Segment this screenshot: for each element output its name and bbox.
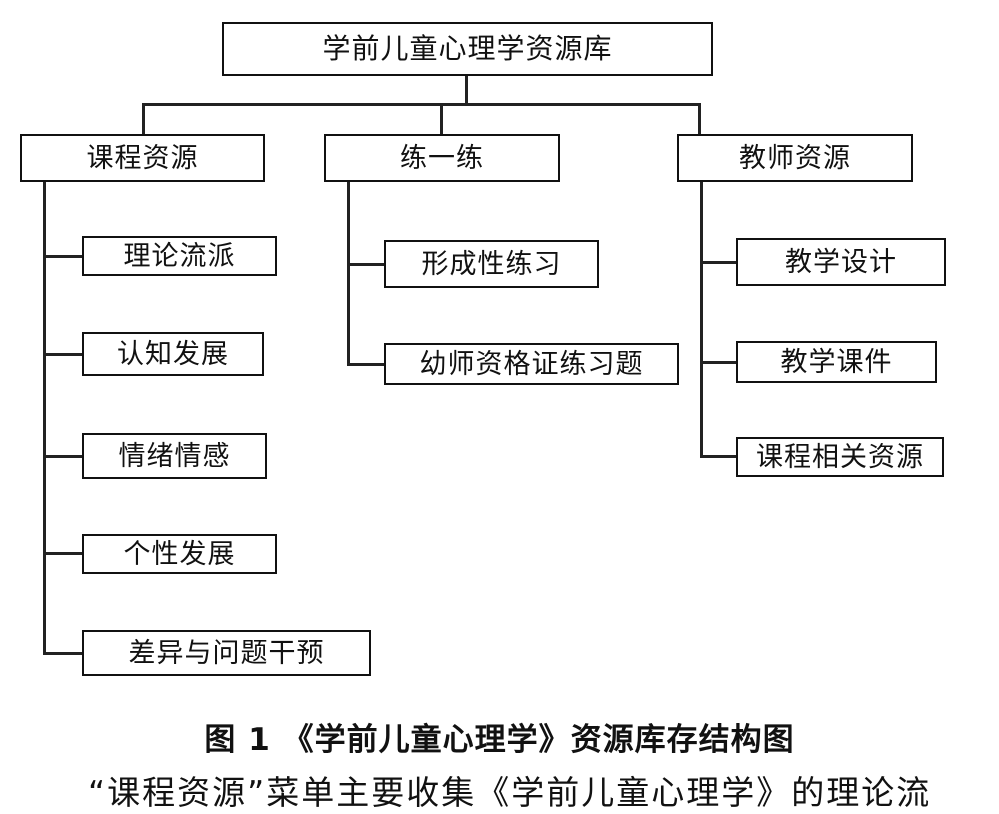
- leaf-node-theory-schools: 理论流派: [82, 236, 277, 276]
- connector-tick-1-0: [347, 263, 385, 266]
- leaf-node-emotion: 情绪情感: [82, 433, 267, 479]
- leaf-node-cognitive-development: 认知发展: [82, 332, 264, 376]
- connector-branch-1: [440, 103, 443, 135]
- connector-tick-0-1: [43, 353, 83, 356]
- connector-tick-2-2: [700, 455, 737, 458]
- branch-node-teacher-resources: 教师资源: [677, 134, 913, 182]
- body-text-fragment: “课程资源”菜单主要收集《学前儿童心理学》的理论流: [88, 773, 932, 812]
- branch-node-practice: 练一练: [324, 134, 560, 182]
- connector-tick-0-4: [43, 652, 83, 655]
- connector-tick-0-2: [43, 455, 83, 458]
- connector-root-down: [465, 75, 468, 105]
- root-node: 学前儿童心理学资源库: [222, 22, 713, 76]
- leaf-node-teaching-courseware: 教学课件: [736, 341, 937, 383]
- leaf-node-teacher-cert-exercises: 幼师资格证练习题: [384, 343, 679, 385]
- connector-spine-2: [700, 180, 703, 457]
- connector-tick-2-1: [700, 361, 737, 364]
- connector-tick-0-3: [43, 552, 83, 555]
- connector-spine-0: [43, 180, 46, 654]
- connector-branch-bar: [142, 103, 701, 106]
- figure-caption: 图 1 《学前儿童心理学》资源库存结构图: [204, 722, 795, 758]
- connector-branch-0: [142, 103, 145, 135]
- connector-tick-0-0: [43, 255, 83, 258]
- leaf-node-course-related-resources: 课程相关资源: [736, 437, 944, 477]
- connector-spine-1: [347, 180, 350, 365]
- connector-tick-2-0: [700, 261, 737, 264]
- connector-tick-1-1: [347, 363, 385, 366]
- connector-branch-2: [698, 103, 701, 135]
- leaf-node-personality-development: 个性发展: [82, 534, 277, 574]
- branch-node-course-resources: 课程资源: [20, 134, 265, 182]
- leaf-node-difference-intervention: 差异与问题干预: [82, 630, 371, 676]
- leaf-node-teaching-design: 教学设计: [736, 238, 946, 286]
- leaf-node-formative-practice: 形成性练习: [384, 240, 599, 288]
- structure-diagram: 学前儿童心理学资源库 课程资源 练一练 教师资源 理论流派 认知发展 情绪情感 …: [20, 22, 946, 812]
